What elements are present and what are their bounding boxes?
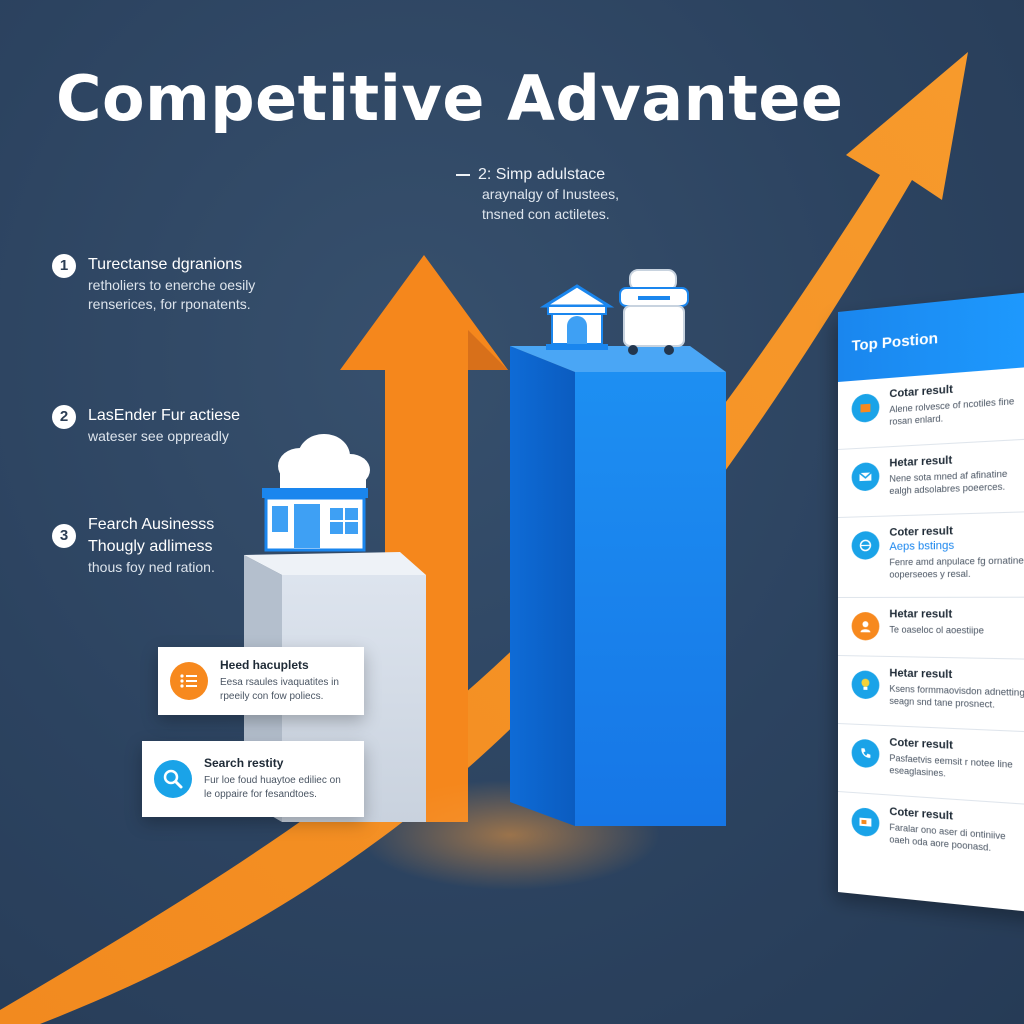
step-number-badge: 2 (52, 405, 76, 429)
step-1: 1 Turectanse dgranions retholiers to ene… (52, 254, 255, 314)
step-heading: Fearch Ausinesss (88, 516, 215, 533)
search-icon (154, 760, 192, 798)
result-item[interactable]: Hetar result Nene sota mned af afinatine… (838, 438, 1024, 518)
result-item[interactable]: Coter result Aeps bstings Fenre amd anpu… (838, 511, 1024, 598)
bank-building (539, 284, 615, 350)
step-2: 2 LasEnder Fur actiese wateser see oppre… (52, 405, 240, 446)
top-callout-label: 2: Simp adulstace (478, 166, 606, 183)
feature-card[interactable]: Search restity Fur loe foud huaytoe edil… (142, 741, 364, 817)
result-link[interactable]: Aeps bstings (889, 539, 955, 554)
step-line: wateser see oppreadly (88, 428, 229, 444)
card-line: Eesa rsaules ivaquatites in (220, 677, 339, 688)
page-title: Competitive Advantee (56, 62, 844, 135)
step-line: renserices, for rponatents. (88, 296, 251, 312)
step-heading: LasEnder Fur actiese (88, 407, 241, 424)
results-panel-wrapper: Top Postion Cotar result Alene rolvesce … (838, 290, 1024, 914)
mail-icon (851, 461, 880, 492)
result-desc: Fenre amd anpulace fg ornatine (889, 555, 1024, 568)
result-title: Hetar result (889, 454, 953, 470)
step-heading: Turectanse dgranions (88, 256, 243, 273)
result-desc: ooperseoes y resal. (889, 568, 971, 580)
phone-icon (851, 738, 880, 769)
results-panel: Top Postion Cotar result Alene rolvesce … (838, 290, 1024, 914)
step-line: thous foy ned ration. (88, 559, 215, 575)
result-desc: Te oaseloc ol aoestiipe (889, 624, 985, 636)
up-arrow (340, 255, 508, 822)
user-icon (851, 612, 880, 641)
result-item[interactable]: Hetar result Ksens formmaovisdon adnetti… (838, 656, 1024, 734)
card-icon (851, 806, 880, 838)
step-number-badge: 3 (52, 524, 76, 548)
card-heading: Heed hacuplets (220, 658, 309, 672)
blue-tower (510, 346, 726, 826)
feature-card[interactable]: Heed hacuplets Eesa rsaules ivaquatites … (158, 647, 364, 715)
step-line: Thougly adlimess (88, 538, 213, 555)
result-title: Hetar result (889, 667, 953, 682)
bulb-icon (851, 670, 880, 700)
top-callout: 2: Simp adulstace araynalgy of Inustees,… (456, 166, 619, 224)
box-icon (851, 392, 880, 424)
list-icon (170, 662, 208, 700)
top-callout-line: tnsned con actiletes. (482, 206, 610, 222)
house-building (262, 434, 370, 552)
card-line: le oppaire for fesandtoes. (204, 789, 317, 800)
result-item[interactable]: Hetar result Te oaseloc ol aoestiipe (838, 597, 1024, 661)
robot-building (619, 269, 689, 355)
growth-arrow (0, 52, 968, 1024)
card-line: Fur loe foud huaytoe ediliec on (204, 775, 341, 786)
result-title: Hetar result (889, 608, 953, 621)
step-line: retholiers to enerche oesily (88, 277, 256, 293)
top-callout-line: araynalgy of Inustees, (482, 186, 619, 202)
top-callout-heading: 2: Simp adulstace (456, 166, 619, 184)
card-line: rpeeily con fow poliecs. (220, 691, 324, 702)
step-3: 3 Fearch Ausinesss Thougly adlimess thou… (52, 514, 215, 577)
dash-marker (456, 173, 470, 176)
result-title: Coter result (889, 524, 953, 539)
step-number-badge: 1 (52, 254, 76, 278)
card-heading: Search restity (204, 756, 284, 770)
result-item[interactable]: Coter result Faralar ono aser di ontinii… (838, 792, 1024, 879)
globe-icon (851, 530, 880, 560)
